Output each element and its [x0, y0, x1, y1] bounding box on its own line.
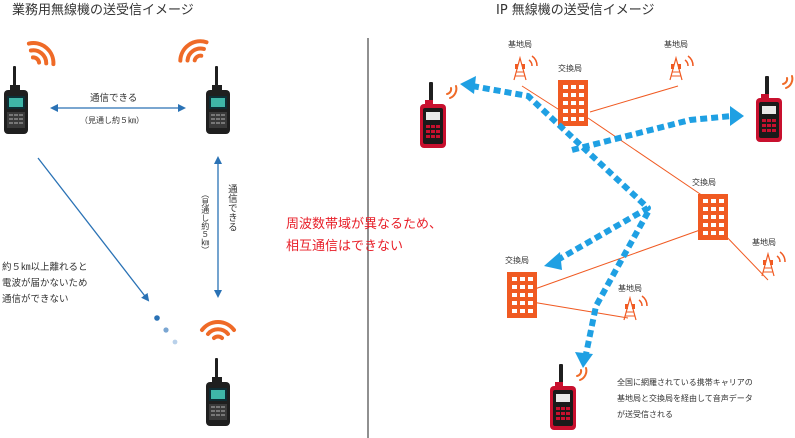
network-lines: [521, 85, 769, 319]
base-station-tower: [623, 295, 648, 321]
diagonal-fail-arrow: [37, 157, 150, 302]
far-note-line: 電波が届かないため: [2, 278, 88, 289]
exchange-building: [558, 80, 588, 126]
line-of-sight-label: （見通し約５㎞）: [80, 116, 144, 125]
left-title: 業務用無線機の送受信イメージ: [12, 3, 194, 18]
base-station-label: 基地局: [752, 238, 776, 247]
comm-ok-label: 通信できる: [90, 93, 138, 104]
right-panel: [420, 55, 794, 430]
exchange-building: [507, 272, 537, 318]
incompatible-note-line: 周波数帯域が異なるため、: [286, 217, 443, 232]
right-title: IP 無線機の送受信イメージ: [496, 3, 655, 18]
ip-description-line: が送受信される: [617, 410, 673, 419]
fade-dot: [172, 339, 178, 345]
ip-radio-right: [756, 75, 794, 142]
ip-description-line: 基地局と交換局を経由して音声データ: [617, 394, 753, 403]
base-station-tower: [669, 55, 694, 81]
radio-top-left: [4, 35, 61, 134]
base-station-tower: [761, 251, 786, 277]
exchange-label: 交換局: [692, 178, 716, 187]
exchange-label: 交換局: [505, 256, 529, 265]
comm-ok-vertical-label: 通信できる: [225, 184, 237, 232]
fade-dot: [163, 327, 169, 333]
line-of-sight-vertical-label: （見通し約５㎞）: [200, 190, 210, 254]
radio-bottom: [200, 320, 236, 426]
incompatible-note-line: 相互通信はできない: [286, 239, 404, 254]
ip-radio-bottom: [550, 364, 588, 430]
far-note-line: 約５㎞以上離れると: [2, 262, 88, 273]
fade-dot: [154, 315, 160, 321]
radio-top-right: [173, 33, 230, 134]
base-station-label: 基地局: [618, 284, 642, 293]
far-note-line: 通信ができない: [2, 294, 69, 305]
left-panel: [4, 33, 236, 426]
ip-radio-left: [420, 82, 458, 148]
exchange-label: 交換局: [558, 64, 582, 73]
base-station-label: 基地局: [664, 40, 688, 49]
base-station-tower: [513, 55, 538, 81]
base-station-label: 基地局: [508, 40, 532, 49]
voice-data-routes: [471, 83, 733, 355]
route-arrowheads: [460, 76, 744, 368]
ip-description-line: 全国に網羅されている携帯キャリアの: [617, 378, 753, 387]
exchange-building: [698, 194, 728, 240]
